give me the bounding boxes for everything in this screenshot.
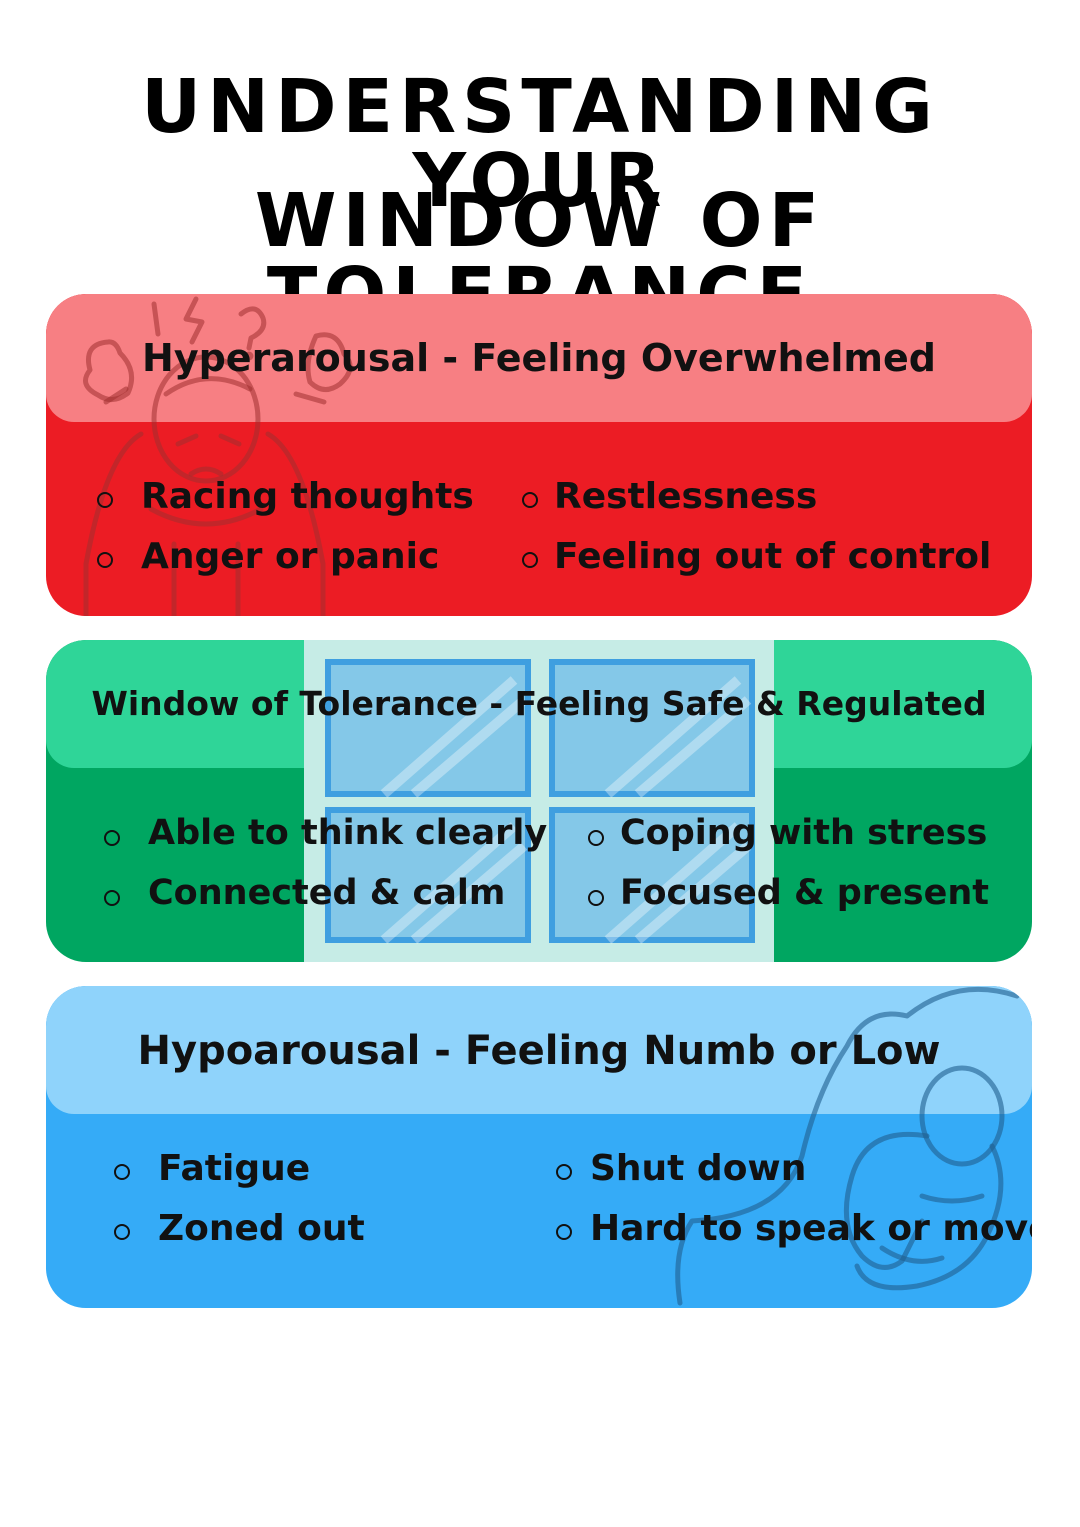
list-item: Zoned out bbox=[158, 1208, 365, 1249]
bullet-icon bbox=[114, 1164, 130, 1180]
bullet-icon bbox=[556, 1224, 572, 1240]
list-item: Anger or panic bbox=[141, 536, 440, 577]
list-item: Coping with stress bbox=[620, 813, 988, 853]
list-item: Focused & present bbox=[620, 873, 989, 913]
bullet-icon bbox=[522, 552, 538, 568]
hypoarousal-header bbox=[46, 986, 1032, 1114]
list-item: Fatigue bbox=[158, 1148, 311, 1189]
curled-up-person-icon bbox=[675, 986, 1020, 1306]
hypoarousal-card: Hypoarousal - Feeling Numb or Low Fatigu… bbox=[46, 986, 1032, 1308]
list-item: Feeling out of control bbox=[554, 536, 992, 577]
hyperarousal-card: Hyperarousal - Feeling Overwhelmed Racin… bbox=[46, 294, 1032, 616]
bullet-icon bbox=[588, 830, 604, 846]
bullet-icon bbox=[588, 890, 604, 906]
list-item: Hard to speak or move bbox=[590, 1208, 1032, 1249]
list-item: Restlessness bbox=[554, 476, 818, 517]
list-item: Shut down bbox=[590, 1148, 807, 1189]
hyperarousal-heading: Hyperarousal - Feeling Overwhelmed bbox=[142, 336, 936, 380]
list-item: Able to think clearly bbox=[148, 813, 548, 853]
bullet-icon bbox=[104, 890, 120, 906]
bullet-icon bbox=[97, 492, 113, 508]
bullet-icon bbox=[522, 492, 538, 508]
list-item: Connected & calm bbox=[148, 873, 506, 913]
window-of-tolerance-heading: Window of Tolerance - Feeling Safe & Reg… bbox=[91, 684, 987, 723]
bullet-icon bbox=[114, 1224, 130, 1240]
window-icon bbox=[304, 640, 774, 962]
bullet-icon bbox=[97, 552, 113, 568]
page-title-line-1: UNDERSTANDING YOUR bbox=[141, 64, 939, 224]
stressed-person-icon bbox=[83, 296, 353, 616]
bullet-icon bbox=[556, 1164, 572, 1180]
list-item: Racing thoughts bbox=[141, 476, 474, 517]
window-of-tolerance-card: Window of Tolerance - Feeling Safe & Reg… bbox=[46, 640, 1032, 962]
bullet-icon bbox=[104, 830, 120, 846]
hypoarousal-heading: Hypoarousal - Feeling Numb or Low bbox=[137, 1028, 941, 1074]
